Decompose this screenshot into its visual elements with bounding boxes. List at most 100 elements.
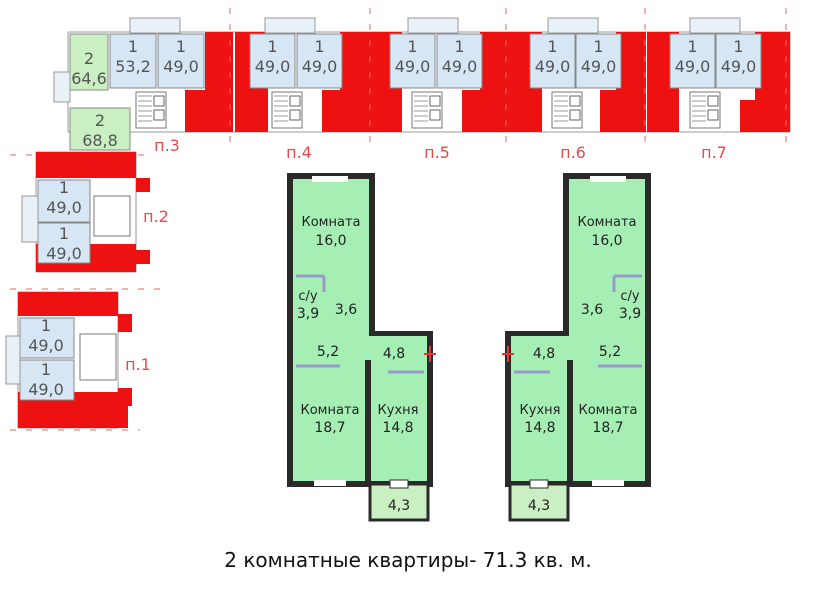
plan-balcony-door (389, 479, 409, 489)
unit-top-10 (715, 33, 762, 89)
unit-top-9-area: 49,0 (675, 57, 711, 76)
unit-side-3-rooms: 1 (41, 360, 51, 379)
plan-room2-name: Комната (579, 403, 638, 418)
plan-seam (293, 320, 369, 340)
sold-zone (118, 314, 132, 332)
plan-balcony-door (529, 479, 549, 489)
unit-top-7 (529, 33, 576, 89)
unit-top-4 (296, 33, 343, 89)
unit-top-0 (69, 33, 109, 91)
unit-top-3-area: 49,0 (255, 57, 291, 76)
lift-box (289, 95, 301, 107)
plan-room1-name: Комната (302, 215, 361, 230)
plan-hall-area: 3,6 (335, 302, 357, 318)
unit-top-4-area: 49,0 (302, 57, 338, 76)
plan-balcony-area: 4,3 (388, 498, 410, 514)
unit-top-10-rooms: 1 (733, 37, 743, 56)
plan-room2-area: 18,7 (592, 420, 623, 436)
plan-bath-area: 3,9 (619, 306, 641, 322)
plan-lower-body (287, 331, 433, 487)
plan-bath-area: 3,9 (297, 306, 319, 322)
section-label-p2: п.2 (143, 207, 169, 226)
unit-top-2-rooms: 1 (176, 37, 186, 56)
unit-top-5-rooms: 1 (407, 37, 417, 56)
section-label-п.6: п.6 (560, 143, 586, 162)
plan-hall-area: 3,6 (581, 302, 603, 318)
plan-bath-name: с/у (620, 289, 640, 304)
unit-side-2-rooms: 1 (41, 316, 51, 335)
window-bay (547, 17, 599, 34)
plan-window (592, 480, 624, 486)
sold-zone (18, 292, 118, 316)
plan-seam (569, 320, 645, 340)
plan-lower-body (505, 331, 651, 487)
side-bay (21, 195, 39, 243)
lift-box (429, 95, 441, 107)
window-bay (689, 17, 741, 34)
plan-kitchen-name: Кухня (520, 403, 561, 418)
plan-room1-name: Комната (578, 215, 637, 230)
sold-zone (36, 152, 136, 178)
sold-zone (600, 90, 645, 132)
lift-box (153, 109, 165, 121)
plan-room1-area: 16,0 (315, 233, 346, 249)
section-label-п.3: п.3 (154, 136, 180, 155)
window-bay (407, 17, 459, 34)
section-label-p1: п.1 (125, 355, 151, 374)
corner-bay (53, 71, 71, 103)
unit-top-0-area: 64,6 (71, 69, 107, 88)
lift-box (153, 95, 165, 107)
building-plan: 264,6153,2149,0149,0149,0149,0149,0149,0… (5, 8, 791, 431)
caption: 2 комнатные квартиры- 71.3 кв. м. (224, 548, 592, 572)
plan-entry-area: 4,8 (383, 346, 405, 362)
unit-top-8-area: 49,0 (581, 57, 617, 76)
unit-top-5 (389, 33, 436, 89)
plan-room2-name: Комната (301, 403, 360, 418)
lift-box (707, 95, 719, 107)
window-bay (129, 17, 181, 34)
unit-top-4-rooms: 1 (314, 37, 324, 56)
sold-zone (185, 90, 230, 132)
side-bay (5, 335, 21, 385)
unit-side-1-rooms: 1 (59, 224, 69, 243)
unit-side-1 (37, 222, 91, 264)
unit-corner-area: 68,8 (82, 131, 118, 150)
unit-top-8 (575, 33, 622, 89)
stair-block (79, 333, 117, 381)
plan-balcony-area: 4,3 (528, 498, 550, 514)
section-label-п.7: п.7 (701, 143, 727, 162)
unit-side-0-area: 49,0 (46, 198, 82, 217)
plan-room2-area: 18,7 (314, 420, 345, 436)
unit-side-0-rooms: 1 (59, 178, 69, 197)
sold-zone (136, 178, 150, 192)
lift-box (707, 109, 719, 121)
unit-top-6-area: 49,0 (442, 57, 478, 76)
unit-top-1-rooms: 1 (128, 37, 138, 56)
unit-top-9-rooms: 1 (687, 37, 697, 56)
apartment-plan-left (287, 173, 433, 522)
unit-side-0 (37, 179, 91, 223)
unit-top-6 (436, 33, 483, 89)
stair-block (93, 195, 131, 237)
unit-top-10-area: 49,0 (721, 57, 757, 76)
floor-plan: 264,6153,2149,0149,0149,0149,0149,0149,0… (5, 8, 791, 522)
sold-zone (462, 90, 507, 132)
unit-top-8-rooms: 1 (593, 37, 603, 56)
window-bay (264, 17, 316, 34)
plan-window (590, 176, 626, 182)
lift-box (429, 109, 441, 121)
plan-room1-area: 16,0 (591, 233, 622, 249)
unit-top-7-area: 49,0 (535, 57, 571, 76)
unit-top-2 (157, 33, 205, 89)
plan-entry-area: 4,8 (533, 346, 555, 362)
plan-kitchen-area: 14,8 (382, 420, 413, 436)
unit-side-2 (19, 317, 75, 359)
section-label-п.5: п.5 (424, 143, 450, 162)
unit-corner-rooms: 2 (95, 111, 105, 130)
lift-box (569, 95, 581, 107)
unit-top-1-area: 53,2 (115, 57, 151, 76)
plan-bath-name: с/у (298, 289, 318, 304)
plan-window (312, 176, 348, 182)
unit-top-0-rooms: 2 (84, 49, 94, 68)
